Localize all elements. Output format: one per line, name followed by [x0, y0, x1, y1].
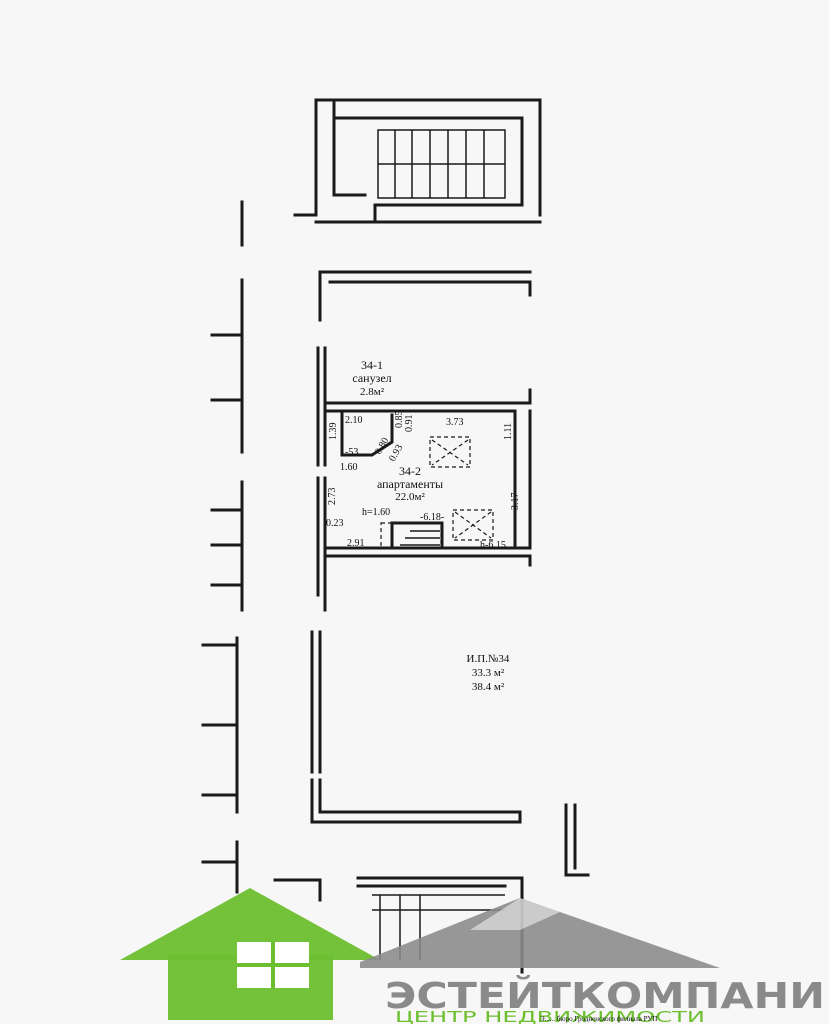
dim-label: 1.60	[340, 462, 358, 473]
sanuzel-id: 34-1	[361, 358, 383, 372]
dim-label: 2.73	[327, 488, 338, 506]
dim-label: 1.11	[503, 423, 514, 440]
sanuzel-area: 2.8м²	[360, 386, 385, 398]
apartments-id: 34-2	[399, 464, 421, 478]
dim-label: 0.93	[387, 443, 405, 464]
dim-label: 0.85	[394, 411, 405, 429]
unit-area-1: 33.3 м²	[472, 667, 505, 679]
dim-label: 2.10	[345, 415, 363, 426]
wall-lines	[201, 98, 590, 974]
dim-label: -6.18-	[420, 512, 444, 523]
brand-name: ЭСТЕЙТКОМПАНИ	[385, 975, 825, 1017]
unit-title: И.П.№34	[467, 653, 510, 665]
dim-label: 0.91	[404, 415, 415, 433]
sanuzel-name: санузел	[352, 371, 391, 385]
dim-label: 3.17	[510, 493, 521, 511]
dim-label: 3.73	[446, 417, 464, 428]
footer-small: Э...... бюро Гродненского филиала РУП	[540, 1015, 657, 1023]
stair-treads	[372, 129, 506, 960]
dim-label: -53	[345, 447, 358, 458]
dim-label: 0.23	[326, 518, 344, 529]
dim-label: 1.39	[328, 423, 339, 441]
brand-logo	[120, 888, 720, 1020]
dim-label: 2.91	[347, 538, 365, 549]
unit-area-2: 38.4 м²	[472, 681, 505, 693]
brand-tagline: ЦЕНТР НЕДВИЖИМОСТИ	[395, 1008, 705, 1024]
dim-label: h-6.15	[480, 540, 506, 551]
dim-label: h=1.60	[362, 507, 390, 518]
fixtures	[380, 436, 494, 549]
apartments-name: апартаменты	[377, 477, 443, 491]
apartments-area: 22.0м²	[395, 491, 425, 503]
